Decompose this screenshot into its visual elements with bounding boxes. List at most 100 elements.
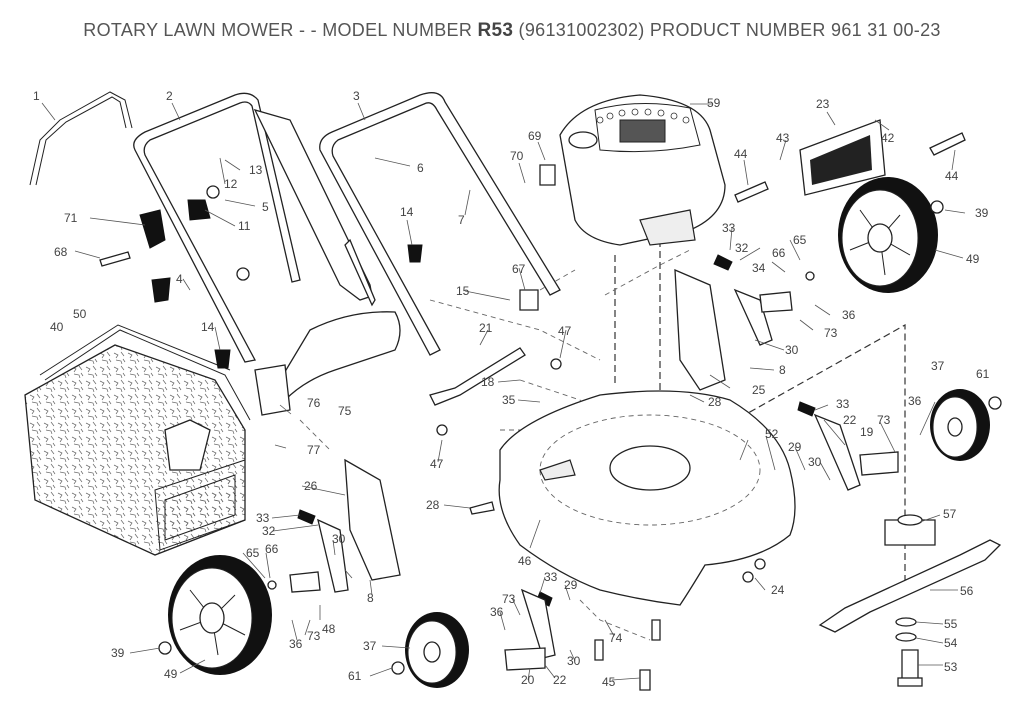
callout-36b: 36 bbox=[908, 394, 922, 408]
part-3-lower-handle bbox=[319, 92, 561, 356]
callout-52: 52 bbox=[765, 427, 779, 441]
callout-13: 13 bbox=[249, 163, 263, 177]
callout-22b: 22 bbox=[553, 673, 567, 687]
callout-46: 46 bbox=[518, 554, 532, 568]
callout-24: 24 bbox=[771, 583, 785, 597]
callout-50: 50 bbox=[73, 307, 87, 321]
callout-14b: 14 bbox=[201, 320, 215, 334]
callout-47a: 47 bbox=[558, 324, 572, 338]
callout-39a: 39 bbox=[975, 206, 989, 220]
callout-67: 67 bbox=[512, 262, 526, 276]
callout-74: 74 bbox=[609, 631, 623, 645]
callout-39b: 39 bbox=[111, 646, 125, 660]
callout-33c: 33 bbox=[256, 511, 270, 525]
callout-30a: 30 bbox=[785, 343, 799, 357]
callout-8a: 8 bbox=[779, 363, 786, 377]
callout-57: 57 bbox=[943, 507, 957, 521]
bolts bbox=[99, 132, 966, 691]
part-59-engine bbox=[559, 94, 726, 246]
callout-1: 1 bbox=[33, 89, 40, 103]
callout-25: 25 bbox=[752, 383, 766, 397]
part-25-height-bracket bbox=[674, 268, 726, 391]
callout-49a: 49 bbox=[966, 252, 980, 266]
part-56-blade bbox=[818, 539, 1002, 633]
part-52-mower-deck bbox=[498, 390, 796, 606]
part-1-bracket bbox=[29, 91, 133, 186]
title-suffix: (96131002302) PRODUCT NUMBER 961 31 00-2… bbox=[518, 20, 941, 40]
callout-73d: 73 bbox=[502, 592, 516, 606]
callout-33b: 33 bbox=[836, 397, 850, 411]
callout-23: 23 bbox=[816, 97, 830, 111]
part-23-rear-flap bbox=[799, 119, 886, 196]
callout-33d: 33 bbox=[544, 570, 558, 584]
callout-59: 59 bbox=[707, 96, 721, 110]
callout-40: 40 bbox=[50, 320, 64, 334]
callout-54: 54 bbox=[944, 636, 958, 650]
callout-43: 43 bbox=[776, 131, 790, 145]
callout-22a: 22 bbox=[843, 413, 857, 427]
callout-12: 12 bbox=[224, 177, 238, 191]
part-40-grass-catcher bbox=[24, 324, 251, 556]
part-49-wheel-right-rear bbox=[838, 177, 938, 293]
callout-30d: 30 bbox=[567, 654, 581, 668]
callout-36a: 36 bbox=[842, 308, 856, 322]
callout-49b: 49 bbox=[164, 667, 178, 681]
callout-2: 2 bbox=[166, 89, 173, 103]
callout-20: 20 bbox=[521, 673, 535, 687]
part-53-blade-bolt bbox=[897, 649, 923, 687]
callout-65a: 65 bbox=[793, 233, 807, 247]
title-prefix: ROTARY LAWN MOWER - - MODEL NUMBER bbox=[83, 20, 473, 40]
callout-47b: 47 bbox=[430, 457, 444, 471]
callout-56: 56 bbox=[960, 584, 974, 598]
callout-30c: 30 bbox=[332, 532, 346, 546]
callout-70: 70 bbox=[510, 149, 524, 163]
callout-30b: 30 bbox=[808, 455, 822, 469]
callout-18: 18 bbox=[481, 375, 495, 389]
callout-21: 21 bbox=[479, 321, 493, 335]
callout-73c: 73 bbox=[307, 629, 321, 643]
callout-29b: 29 bbox=[564, 578, 578, 592]
callout-69: 69 bbox=[528, 129, 542, 143]
callout-34: 34 bbox=[752, 261, 766, 275]
callout-53: 53 bbox=[944, 660, 958, 674]
callout-44b: 44 bbox=[945, 169, 959, 183]
callout-61b: 61 bbox=[348, 669, 362, 683]
part-54-55-washers bbox=[895, 617, 917, 642]
callout-19: 19 bbox=[860, 425, 874, 439]
callout-61a: 61 bbox=[976, 367, 990, 381]
callout-labels: 1 2 3 4 5 6 7 8 8 11 12 13 14 14 15 18 1… bbox=[33, 89, 990, 689]
callout-71: 71 bbox=[64, 211, 78, 225]
callout-6: 6 bbox=[417, 161, 424, 175]
callout-75: 75 bbox=[338, 404, 352, 418]
callout-76: 76 bbox=[307, 396, 321, 410]
callout-66a: 66 bbox=[772, 246, 786, 260]
part-37-wheel-left-front bbox=[405, 612, 469, 688]
callout-42: 42 bbox=[881, 131, 895, 145]
callout-3: 3 bbox=[353, 89, 360, 103]
part-57-blade-adapter bbox=[884, 514, 936, 546]
callout-4: 4 bbox=[176, 272, 183, 286]
callout-48: 48 bbox=[322, 622, 336, 636]
diagram-title: ROTARY LAWN MOWER - - MODEL NUMBER R53 (… bbox=[0, 20, 1024, 42]
part-49-wheel-left-rear bbox=[168, 555, 272, 675]
callout-68: 68 bbox=[54, 245, 68, 259]
callout-65b: 65 bbox=[246, 546, 260, 560]
callout-8b: 8 bbox=[367, 591, 374, 605]
callout-28a: 28 bbox=[708, 395, 722, 409]
small-parts bbox=[139, 164, 1002, 675]
callout-66b: 66 bbox=[265, 542, 279, 556]
callout-32b: 32 bbox=[262, 524, 276, 538]
callout-36c: 36 bbox=[289, 637, 303, 651]
callout-28b: 28 bbox=[426, 498, 440, 512]
part-26-height-bracket bbox=[344, 458, 401, 581]
callout-15: 15 bbox=[456, 284, 470, 298]
callout-14a: 14 bbox=[400, 205, 414, 219]
callout-36d: 36 bbox=[490, 605, 504, 619]
callout-37b: 37 bbox=[363, 639, 377, 653]
callout-55: 55 bbox=[944, 617, 958, 631]
callout-7: 7 bbox=[458, 213, 465, 227]
callout-5: 5 bbox=[262, 200, 269, 214]
part-37-wheel-right-front bbox=[930, 389, 990, 461]
callout-26: 26 bbox=[304, 479, 318, 493]
